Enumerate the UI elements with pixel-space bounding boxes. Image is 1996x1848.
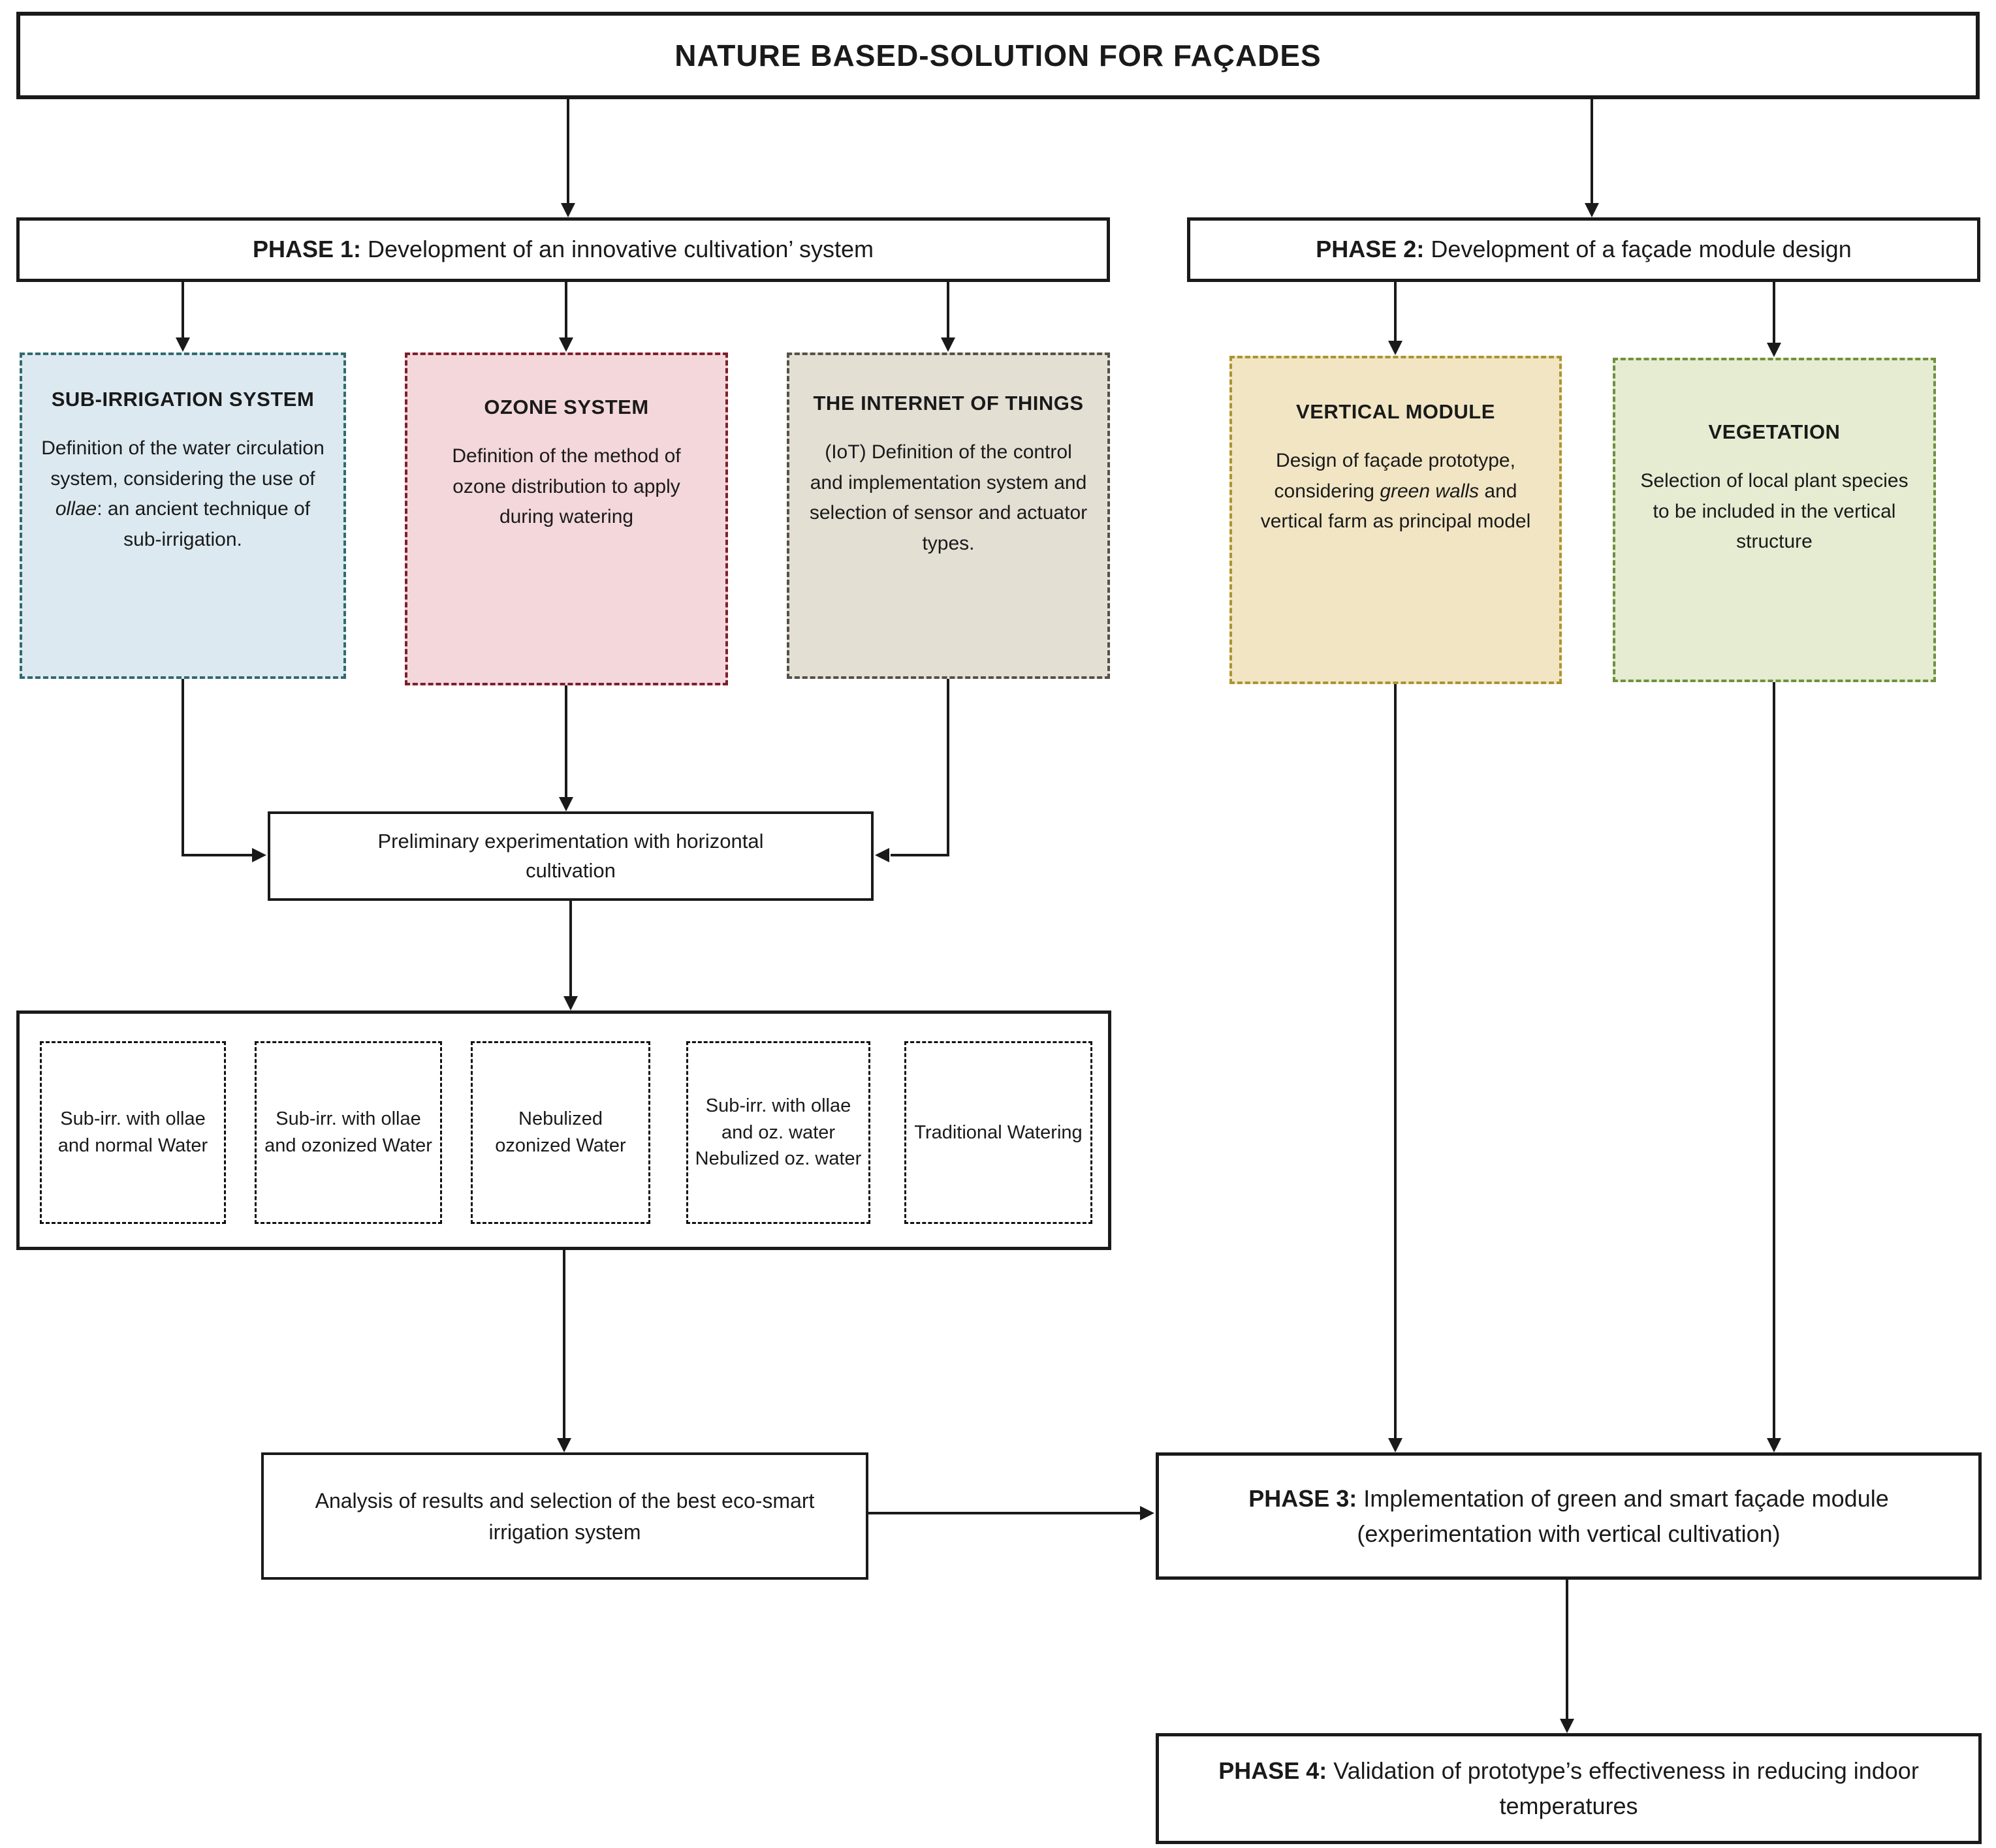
analysis-box: Analysis of results and selection of the…	[261, 1452, 868, 1580]
arrowhead-subirrigation-to-preliminary	[252, 848, 266, 862]
sub-irrigation-text-before: Definition of the water circulation syst…	[41, 437, 325, 490]
arrowhead-analysis-to-phase3	[1140, 1506, 1154, 1520]
title-box: NATURE BASED-SOLUTION FOR FAÇADES	[16, 12, 1980, 99]
connector-experiments-to-analysis	[563, 1250, 565, 1438]
phase1-box: PHASE 1: Development of an innovative cu…	[16, 217, 1110, 282]
experiment-box-3: Nebulized ozonized Water	[471, 1041, 650, 1224]
connector-ozone-to-preliminary	[565, 685, 567, 798]
connector-phase1-to-subirrigation	[182, 282, 184, 338]
preliminary-experimentation-text: Preliminary experimentation with horizon…	[377, 829, 764, 882]
arrowhead-ozone-to-preliminary	[559, 797, 573, 811]
arrowhead-preliminary-to-experiments	[563, 996, 578, 1010]
phase4-description: Validation of prototype’s effectiveness …	[1327, 1757, 1919, 1819]
analysis-text: Analysis of results and selection of the…	[315, 1488, 815, 1544]
connector-vegetation-to-phase3	[1773, 682, 1775, 1438]
phase4-box: PHASE 4: Validation of prototype’s effec…	[1156, 1733, 1982, 1844]
vertical-module-text-before: Design of façade prototype, considering	[1274, 450, 1515, 502]
arrowhead-phase1-to-iot	[941, 337, 955, 352]
phase2-label: PHASE 2:	[1316, 236, 1425, 263]
vertical-module-body: Design of façade prototype, considering …	[1250, 446, 1541, 537]
iot-body: (IoT) Definition of the control and impl…	[809, 441, 1088, 554]
vertical-module-text-after: and vertical farm as principal model	[1260, 480, 1531, 533]
connector-title-to-phase1	[567, 99, 569, 204]
connector-analysis-to-phase3	[868, 1512, 1140, 1514]
connector-iot-down	[947, 679, 949, 856]
ozone-system-body: Definition of the method of ozone distri…	[452, 445, 681, 527]
phase3-label: PHASE 3:	[1248, 1484, 1357, 1512]
connector-title-to-phase2	[1591, 99, 1593, 204]
arrowhead-vertical-module-to-phase3	[1388, 1438, 1402, 1452]
connector-vertical-module-to-phase3	[1394, 684, 1397, 1438]
arrowhead-phase1-to-subirrigation	[176, 337, 190, 352]
flowchart-title: NATURE BASED-SOLUTION FOR FAÇADES	[674, 39, 1322, 72]
connector-subirrigation-elbow	[182, 854, 253, 856]
phase2-text: PHASE 2: Development of a façade module …	[1316, 234, 1851, 265]
sub-irrigation-text-italic: ollae	[55, 498, 97, 520]
ozone-system-box: OZONE SYSTEM Definition of the method of…	[405, 352, 728, 685]
preliminary-experimentation-box: Preliminary experimentation with horizon…	[268, 811, 874, 901]
iot-box: THE INTERNET OF THINGS (IoT) Definition …	[787, 352, 1110, 679]
sub-irrigation-text-after: : an ancient technique of sub-irrigation…	[97, 498, 311, 550]
vertical-module-title: VERTICAL MODULE	[1296, 400, 1495, 423]
arrowhead-title-to-phase1	[561, 203, 575, 217]
connector-phase1-to-ozone	[565, 282, 567, 338]
phase4-text: PHASE 4: Validation of prototype’s effec…	[1192, 1753, 1946, 1824]
connector-phase2-to-vegetation	[1773, 282, 1775, 343]
vertical-module-box: VERTICAL MODULE Design of façade prototy…	[1229, 356, 1562, 684]
experiment-box-5: Traditional Watering	[904, 1041, 1092, 1224]
arrowhead-phase2-to-vertical-module	[1388, 341, 1402, 355]
iot-title: THE INTERNET OF THINGS	[813, 392, 1084, 415]
connector-phase1-to-iot	[947, 282, 949, 338]
vegetation-title: VEGETATION	[1708, 420, 1841, 443]
connector-subirrigation-down	[182, 679, 184, 856]
phase1-description: Development of an innovative cultivation…	[360, 236, 874, 263]
experiment-box-4: Sub-irr. with ollae and oz. water Nebuli…	[686, 1041, 870, 1224]
phase3-text: PHASE 3: Implementation of green and sma…	[1192, 1481, 1946, 1552]
phase1-label: PHASE 1:	[252, 236, 361, 263]
phase1-text: PHASE 1: Development of an innovative cu…	[253, 234, 874, 265]
phase2-description: Development of a façade module design	[1424, 236, 1852, 263]
experiment-box-1: Sub-irr. with ollae and normal Water	[40, 1041, 226, 1224]
experiment-box-2: Sub-irr. with ollae and ozonized Water	[255, 1041, 442, 1224]
sub-irrigation-title: SUB-IRRIGATION SYSTEM	[51, 388, 315, 411]
sub-irrigation-box: SUB-IRRIGATION SYSTEM Definition of the …	[20, 352, 346, 679]
arrowhead-phase1-to-ozone	[559, 337, 573, 352]
connector-preliminary-to-experiments	[569, 901, 572, 996]
vegetation-box: VEGETATION Selection of local plant spec…	[1613, 358, 1936, 682]
arrowhead-title-to-phase2	[1585, 203, 1599, 217]
vegetation-body: Selection of local plant species to be i…	[1640, 470, 1909, 552]
sub-irrigation-body: Definition of the water circulation syst…	[40, 433, 325, 555]
arrowhead-iot-to-preliminary	[875, 848, 889, 862]
phase4-label: PHASE 4:	[1218, 1757, 1327, 1784]
connector-iot-elbow	[891, 854, 949, 856]
arrowhead-vegetation-to-phase3	[1767, 1438, 1781, 1452]
vertical-module-text-italic: green walls	[1380, 480, 1480, 502]
phase2-box: PHASE 2: Development of a façade module …	[1187, 217, 1980, 282]
ozone-system-title: OZONE SYSTEM	[484, 396, 649, 418]
arrowhead-phase3-to-phase4	[1560, 1719, 1574, 1733]
connector-phase3-to-phase4	[1566, 1580, 1568, 1719]
arrowhead-phase2-to-vegetation	[1767, 343, 1781, 357]
phase3-box: PHASE 3: Implementation of green and sma…	[1156, 1452, 1982, 1580]
connector-phase2-to-vertical-module	[1394, 282, 1397, 341]
arrowhead-experiments-to-analysis	[557, 1438, 571, 1452]
phase3-description: Implementation of green and smart façade…	[1357, 1484, 1889, 1547]
